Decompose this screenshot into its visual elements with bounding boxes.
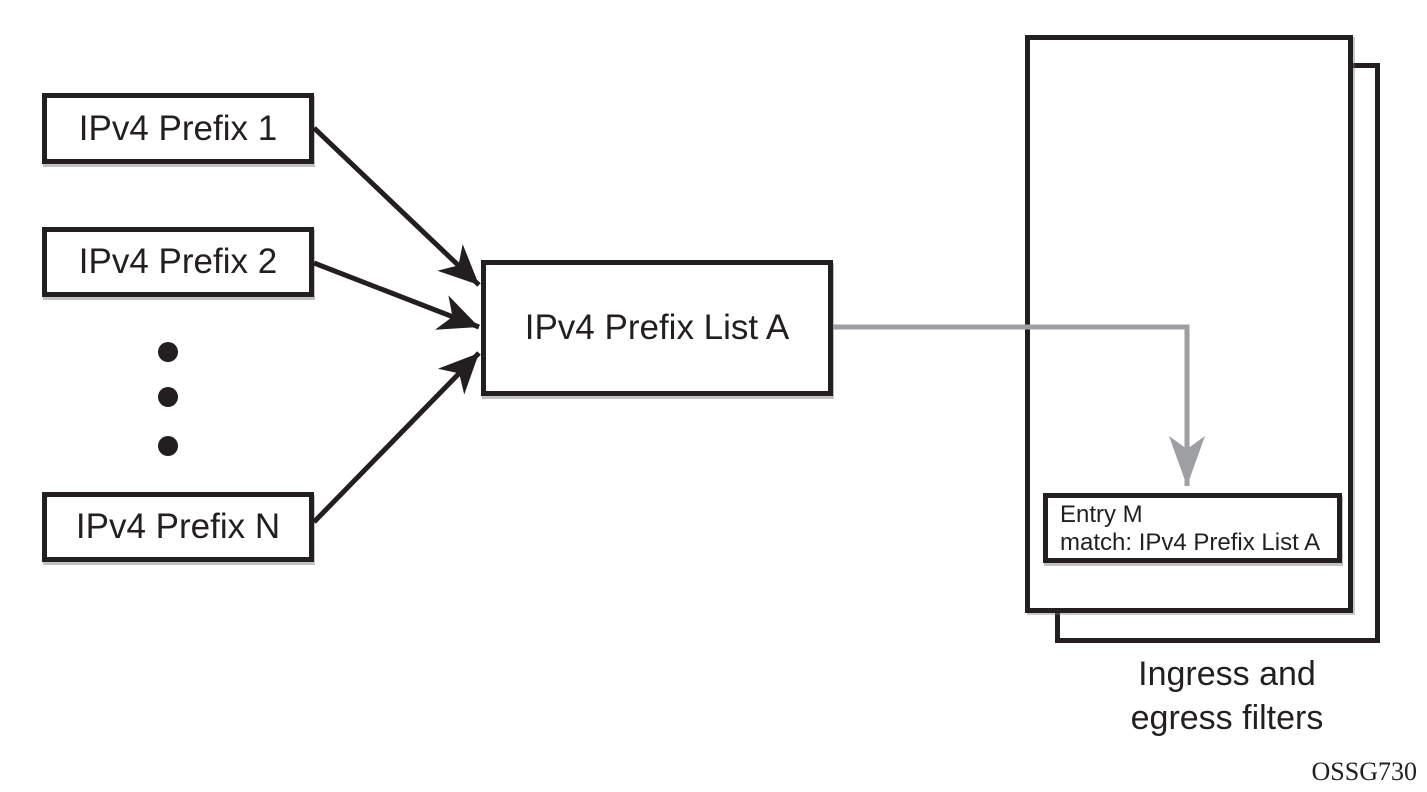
filter-entry-line1: Entry M bbox=[1060, 501, 1143, 528]
arrow-prefixn-to-list bbox=[312, 351, 481, 524]
arrow-prefix2-to-list bbox=[313, 260, 480, 330]
ipv4-prefix-n-box: IPv4 Prefix N bbox=[42, 492, 314, 562]
figure-id: OSSG730 bbox=[1311, 757, 1417, 786]
ellipsis-dots-icon bbox=[158, 342, 178, 456]
ipv4-prefix-n-label: IPv4 Prefix N bbox=[75, 507, 281, 546]
filter-entry-line2: match: IPv4 Prefix List A bbox=[1060, 529, 1321, 556]
ipv4-prefix-list-label: IPv4 Prefix List A bbox=[524, 308, 790, 347]
filters-caption-line2: egress filters bbox=[1130, 699, 1324, 737]
ipv4-prefix-1-label: IPv4 Prefix 1 bbox=[78, 108, 278, 148]
filter-entry-box: Entry M match: IPv4 Prefix List A bbox=[1043, 493, 1342, 563]
ipv4-prefix-2-box: IPv4 Prefix 2 bbox=[42, 227, 314, 297]
filters-caption-line1: Ingress and bbox=[1138, 655, 1316, 693]
ipv4-prefix-list-box: IPv4 Prefix List A bbox=[481, 260, 833, 396]
filters-caption: Ingress and egress filters bbox=[1067, 652, 1387, 740]
arrow-prefix1-to-list bbox=[312, 126, 481, 287]
ipv4-prefix-1-box: IPv4 Prefix 1 bbox=[42, 93, 314, 164]
ipv4-prefix-2-label: IPv4 Prefix 2 bbox=[78, 242, 278, 281]
